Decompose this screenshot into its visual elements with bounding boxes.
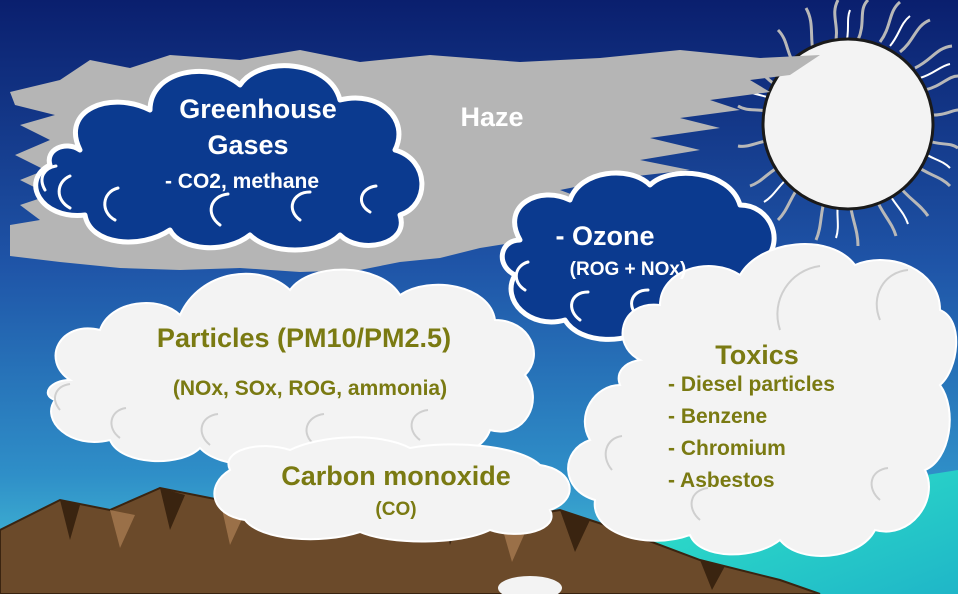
toxics-item: - Chromium [668,437,786,460]
ozone-sublabel: (ROG + NOx) [569,259,687,280]
toxics-item: - Benzene [668,405,768,428]
particles-cloud [46,268,535,466]
toxics-cloud [567,243,958,557]
greenhouse-label-line2: Gases [207,130,289,160]
small-cloud [498,576,562,594]
sun [761,37,935,211]
toxics-item: - Asbestos [668,469,775,492]
toxics-item: - Diesel particles [668,373,835,396]
toxics-cloud-highlights [604,265,909,521]
carbon-monoxide-cloud [213,436,571,543]
carbon-monoxide-sublabel: (CO) [375,499,417,520]
particles-sublabel: (NOx, SOx, ROG, ammonia) [172,377,448,400]
greenhouse-cloud [33,63,425,253]
greenhouse-label-line1: Greenhouse [179,94,337,124]
greenhouse-cloud-highlights [40,164,378,227]
particles-label: Particles (PM10/PM2.5) [156,323,452,353]
toxics-label: Toxics [715,340,799,370]
carbon-monoxide-label: Carbon monoxide [281,461,511,491]
haze-label: Haze [460,102,524,132]
greenhouse-sublabel: - CO2, methane [164,170,320,193]
ozone-label: - Ozone [555,221,655,251]
